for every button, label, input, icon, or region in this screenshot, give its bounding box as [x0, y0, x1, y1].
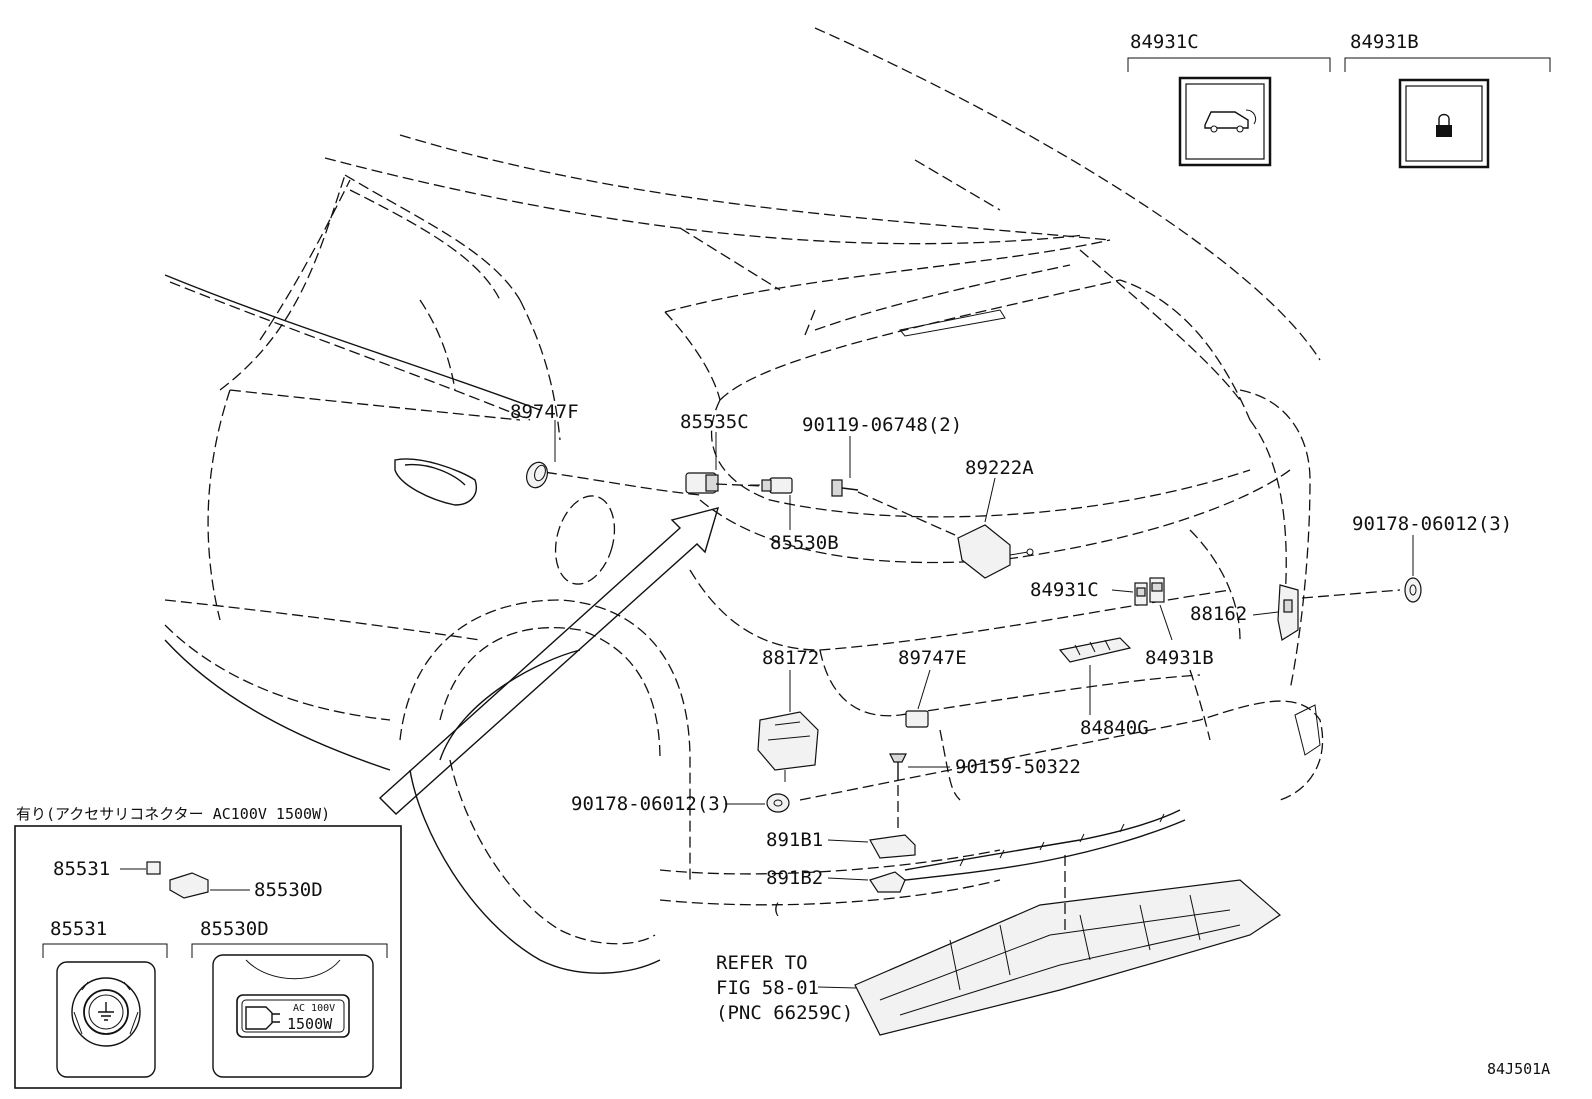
label-90119-06748: 90119-06748(2): [802, 414, 962, 436]
refer-to-line3: (PNC 66259C): [716, 1002, 853, 1024]
part-891B1-bracket: [869, 834, 916, 859]
label-84931C: 84931C: [1030, 579, 1099, 601]
label-84931B-top: 84931B: [1350, 31, 1419, 53]
part-underbody-cover: [854, 855, 1281, 1036]
label-90159-50322: 90159-50322: [955, 756, 1081, 778]
part-90119-bolt: [831, 479, 859, 497]
label-85530B: 85530B: [770, 532, 839, 554]
part-85535C-connector: [685, 472, 719, 494]
accessory-connector-inset: 有り(アクセサリコネクター AC100V 1500W) 85531 85530D…: [14, 805, 402, 1089]
socket-watt-rating: 1500W: [287, 1015, 333, 1033]
label-88172: 88172: [762, 647, 819, 669]
label-90178-06012-left: 90178-06012(3): [571, 793, 731, 815]
vehicle-tailgate-icon: [1204, 109, 1257, 133]
vehicle-outline: [164, 27, 1324, 974]
label-89747F: 89747F: [510, 401, 579, 423]
label-891B2: 891B2: [766, 867, 823, 889]
inset-label-85531: 85531: [53, 858, 110, 880]
diagram-code: 84J501A: [1487, 1060, 1550, 1078]
fuel-lid-pointer-arrow: [378, 507, 720, 815]
part-891B2-sensor: [869, 871, 906, 893]
refer-to-line2: FIG 58-01: [716, 977, 819, 999]
label-89747E: 89747E: [898, 647, 967, 669]
label-90178-06012-right: 90178-06012(3): [1352, 513, 1512, 535]
part-89747E-sensor: [905, 710, 929, 728]
inset-detail-label-85530D: 85530D: [200, 918, 269, 940]
part-89222A-module: [957, 524, 1034, 579]
switch-84931C-callout: 84931C: [1127, 31, 1331, 167]
padlock-icon: [1436, 113, 1452, 137]
label-84840G: 84840G: [1080, 717, 1149, 739]
part-88172-module: [757, 711, 819, 782]
part-90178-nut-left: [766, 793, 790, 813]
wiring-harness: [904, 809, 1186, 881]
ground-symbol-icon: [98, 1002, 114, 1021]
label-85535C: 85535C: [680, 411, 749, 433]
part-84931B-switch: [1149, 577, 1165, 603]
part-84840G-switch: [1058, 637, 1132, 663]
part-89747F-sensor: [526, 461, 548, 489]
refer-to-line1: REFER TO: [716, 952, 808, 974]
part-90178-nut-right: [1404, 577, 1422, 603]
part-88162-sensor: [1277, 584, 1299, 641]
inset-label-85530D: 85530D: [254, 879, 323, 901]
switch-84931B-callout: 84931B: [1344, 31, 1551, 169]
label-84931C-top: 84931C: [1130, 31, 1199, 53]
socket-ac-rating: AC 100V: [293, 1003, 335, 1014]
part-84931C-switch: [1134, 582, 1148, 606]
inset-title: 有り(アクセサリコネクター AC100V 1500W): [16, 805, 330, 823]
inset-detail-label-85531: 85531: [50, 918, 107, 940]
label-891B1: 891B1: [766, 829, 823, 851]
label-89222A: 89222A: [965, 457, 1034, 479]
label-88162: 88162: [1190, 603, 1247, 625]
inset-part-85530D: [169, 872, 209, 899]
leader-lines: [554, 420, 1414, 989]
part-90159-screw: [889, 753, 907, 780]
svg-text:(: (: [772, 900, 781, 918]
power-plug-icon: [245, 1006, 280, 1030]
label-84931B: 84931B: [1145, 647, 1214, 669]
